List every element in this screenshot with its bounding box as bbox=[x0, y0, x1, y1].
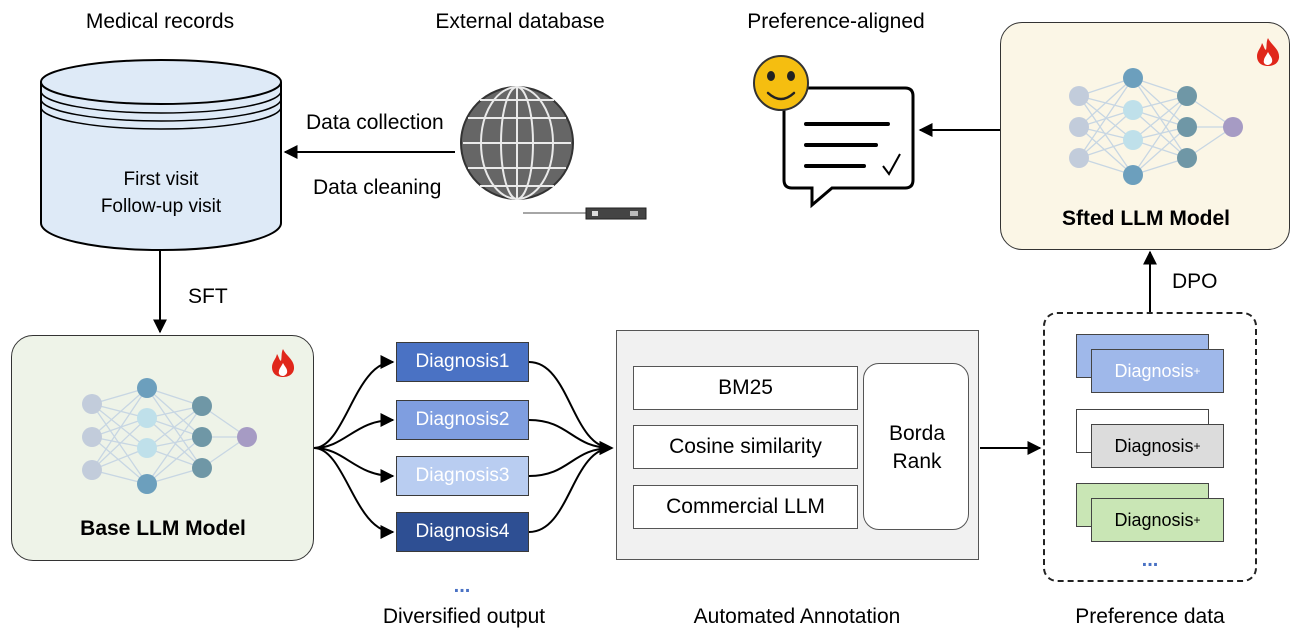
fire-icon bbox=[1257, 38, 1280, 66]
preference-data-title: Preference data bbox=[1075, 605, 1225, 628]
preference-card-1-sup: + bbox=[1193, 364, 1201, 378]
diagnosis-1: Diagnosis1 bbox=[396, 342, 529, 382]
preference-ellipsis: ... bbox=[1141, 549, 1159, 571]
external-database-title: External database bbox=[435, 10, 605, 33]
base-model-label: Base LLM Model bbox=[80, 517, 246, 540]
method-commercial-llm: Commercial LLM bbox=[633, 485, 858, 529]
preference-card-2-sup: + bbox=[1193, 439, 1201, 453]
medical-records-title: Medical records bbox=[85, 10, 235, 33]
preference-card-1: Diagnosis+ bbox=[1091, 349, 1224, 393]
converge-curve-4 bbox=[528, 441, 614, 533]
method-cosine-similarity: Cosine similarity bbox=[633, 425, 858, 469]
fanout-curve-1 bbox=[313, 355, 395, 449]
database-line-follow-up: Follow-up visit bbox=[100, 196, 222, 217]
preference-data-panel bbox=[1043, 312, 1257, 582]
diagnosis-3: Diagnosis3 bbox=[396, 456, 529, 496]
borda-rank-line1: Borda bbox=[888, 422, 946, 445]
fanout-curve-4 bbox=[313, 447, 395, 539]
diversified-output-title: Diversified output bbox=[382, 605, 546, 628]
automated-annotation-title: Automated Annotation bbox=[693, 605, 901, 628]
sft-label: SFT bbox=[188, 285, 228, 308]
fire-icon bbox=[272, 349, 295, 377]
diagnosis-4: Diagnosis4 bbox=[396, 512, 529, 552]
preference-card-3-label: Diagnosis bbox=[1114, 509, 1194, 530]
neural-network-icon bbox=[82, 378, 257, 494]
borda-rank-line2: Rank bbox=[892, 450, 942, 473]
diagnoses-ellipsis: ... bbox=[453, 575, 471, 597]
fanout-curve-3 bbox=[313, 447, 395, 483]
fanout-curve-2 bbox=[313, 413, 395, 449]
sfted-model-box: Sfted LLM Model bbox=[1000, 22, 1290, 250]
data-cleaning-label: Data cleaning bbox=[313, 176, 442, 199]
sfted-model-label: Sfted LLM Model bbox=[1062, 207, 1230, 230]
preference-card-2-label: Diagnosis bbox=[1114, 435, 1194, 456]
preference-card-1-label: Diagnosis bbox=[1114, 360, 1194, 381]
preference-card-3-sup: + bbox=[1193, 513, 1201, 527]
neural-network-icon bbox=[1069, 68, 1243, 185]
dpo-label: DPO bbox=[1172, 270, 1218, 293]
base-model-box: Base LLM Model bbox=[11, 335, 314, 561]
preference-card-2: Diagnosis+ bbox=[1091, 424, 1224, 468]
database-line-first-visit: First visit bbox=[123, 169, 199, 190]
diagnosis-2: Diagnosis2 bbox=[396, 400, 529, 440]
borda-rank-box: Borda Rank bbox=[863, 363, 969, 530]
preference-aligned-title: Preference-aligned bbox=[747, 10, 925, 33]
preference-card-3: Diagnosis+ bbox=[1091, 498, 1224, 542]
method-bm25: BM25 bbox=[633, 366, 858, 410]
data-collection-label: Data collection bbox=[306, 111, 444, 134]
